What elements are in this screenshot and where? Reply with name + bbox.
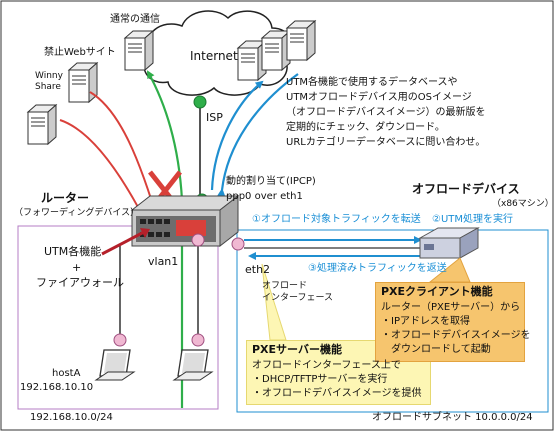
ppp0-label: ppp0 over eth1 — [226, 191, 303, 202]
step1-label: ①オフロード対象トラフィックを転送 — [252, 214, 421, 225]
normal-comm-label: 通常の通信 — [110, 14, 160, 25]
utm-desc-5: URLカテゴリーデータベースに問い合わせ。 — [286, 137, 486, 148]
offload-if-label-1: オフロード — [262, 281, 308, 291]
blue-update-2 — [217, 73, 299, 197]
hosta-ip-label: 192.168.10.10 — [20, 382, 94, 393]
pxe-client-title: PXEクライアント機能 — [381, 285, 493, 298]
router-title: ルーター — [41, 191, 90, 205]
pxe-server-line-1: オフロードインターフェース上で — [252, 360, 401, 371]
laptop-hostA — [94, 349, 136, 381]
blue-update-1 — [210, 80, 264, 191]
host2-dot — [191, 333, 205, 347]
pxe-server-line-3: ・オフロードデバイスイメージを提供 — [252, 388, 422, 399]
winny-label: Winny — [35, 71, 63, 81]
hostA-dot — [113, 333, 127, 347]
offload-device — [418, 227, 480, 259]
vlan1-label: vlan1 — [148, 255, 179, 268]
isp-label: ISP — [206, 111, 223, 124]
offload-if-label-2: インターフェース — [262, 293, 334, 303]
firewall-label: ファイアウォール — [36, 276, 124, 289]
utm-desc-1: UTM各機能で使用するデータベースや — [286, 77, 458, 88]
router-device — [130, 194, 240, 248]
utm-desc-2: UTMオフロードデバイス用のOSイメージ — [286, 92, 472, 103]
laptop-host2 — [172, 349, 214, 381]
server-update-3 — [285, 19, 317, 62]
utm-desc-4: 定期的にチェック、ダウンロード。 — [286, 122, 445, 133]
pxe-client-line-2: ・IPアドレスを取得 — [381, 316, 470, 327]
step3-label: ③処理済みトラフィックを返送 — [308, 263, 447, 274]
pxe-client-box — [375, 282, 525, 362]
pxe-client-line-3: ・オフロードデバイスイメージを — [381, 330, 531, 341]
pxe-server-title: PXEサーバー機能 — [252, 343, 342, 356]
utm-desc-3: （オフロードデバイスイメージ）の最新版を — [286, 107, 486, 118]
step2-label: ②UTM処理を実行 — [432, 214, 514, 225]
offload-subnet-label: オフロードサブネット 10.0.0.0/24 — [372, 412, 533, 423]
offload-device-subtitle: （x86マシン） — [492, 199, 554, 209]
internet-label: Internet — [190, 49, 238, 63]
server-update-2 — [260, 29, 292, 72]
hosta-label: hostA — [52, 368, 81, 379]
share-label: Share — [35, 82, 61, 92]
server-winny — [26, 103, 58, 146]
server-banned — [67, 61, 99, 104]
server-normal — [123, 29, 155, 72]
eth2-label: eth2 — [245, 263, 271, 276]
lan-subnet-label: 192.168.10.0/24 — [30, 412, 113, 423]
pxe-client-line-1: ルーター（PXEサーバー）から — [381, 302, 521, 313]
banned-site-label: 禁止Webサイト — [44, 47, 116, 58]
isp-dot — [193, 95, 207, 109]
pxe-server-line-2: ・DHCP/TFTPサーバーを実行 — [252, 374, 388, 385]
eth2-dot — [231, 237, 245, 251]
lan-zone — [17, 225, 219, 410]
green-traffic-path — [147, 70, 184, 408]
pxe-client-line-4: ダウンロードして起動 — [381, 344, 491, 355]
offload-zone — [236, 229, 549, 413]
plus-label: + — [72, 261, 82, 274]
dynamic-assign-label: 動的割り当て(IPCP) — [226, 176, 316, 187]
offload-device-title: オフロードデバイス — [412, 182, 520, 196]
utm-functions-label: UTM各機能 — [44, 245, 102, 258]
vlan1-dot — [191, 233, 205, 247]
router-subtitle: （フォワーディングデバイス） — [14, 208, 140, 218]
